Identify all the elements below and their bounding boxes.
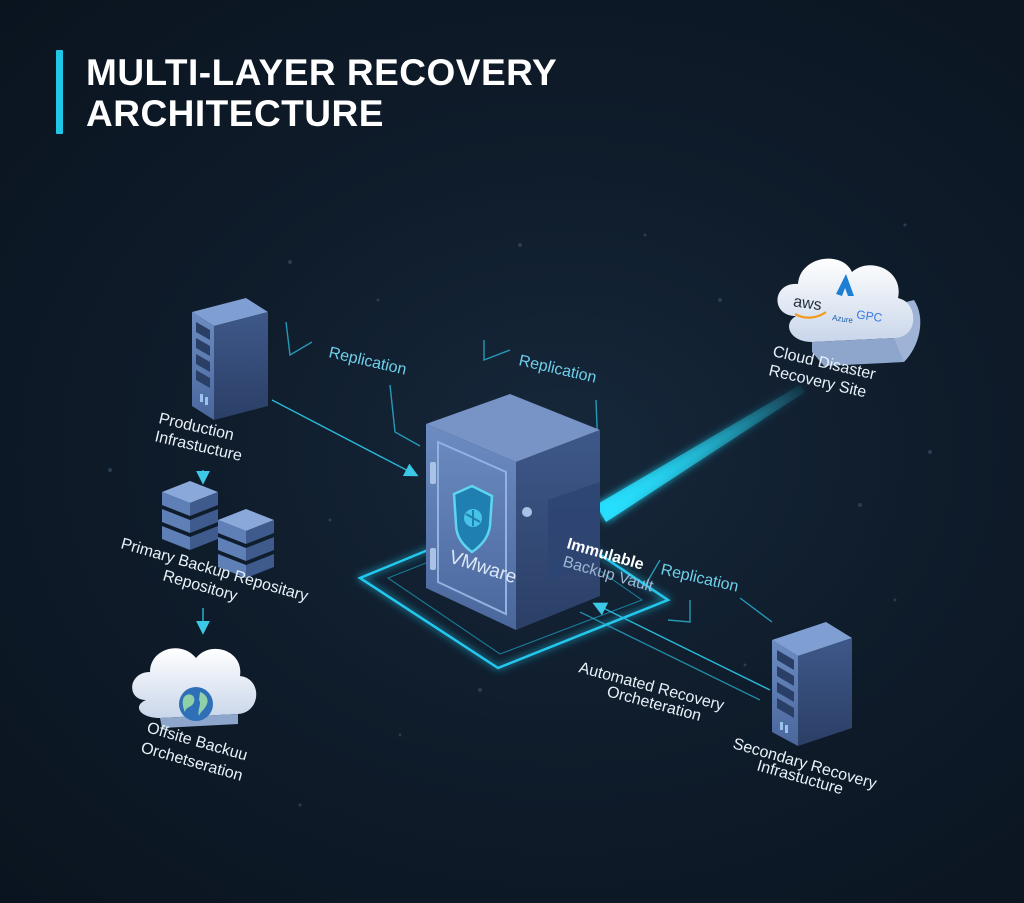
replication-label-2: Replication <box>517 352 598 386</box>
provider-aws: aws <box>792 293 823 314</box>
gcp-logo-icon: GPC <box>855 307 883 325</box>
cloud-disaster-recovery-icon <box>777 258 921 366</box>
immutable-vault-icon <box>426 394 600 630</box>
secondary-server-icon <box>772 622 852 746</box>
aws-logo-icon: aws <box>792 293 827 319</box>
globe-icon <box>179 687 213 721</box>
offsite-cloud-icon <box>132 648 257 728</box>
production-server-icon <box>192 298 268 420</box>
shield-icon <box>452 484 494 554</box>
cloud-beam <box>596 385 805 522</box>
background-particles <box>108 223 932 807</box>
page-title: MULTI-LAYER RECOVERY ARCHITECTURE <box>86 52 557 134</box>
replication-label-3: Replication <box>659 561 740 595</box>
azure-logo-icon: Azure <box>832 274 854 325</box>
title-accent-bar <box>56 50 63 134</box>
provider-gpc: GPC <box>855 307 883 325</box>
provider-azure: Azure <box>832 313 854 325</box>
primary-backup-storage-icon <box>162 481 274 578</box>
replication-label-1: Replication <box>327 344 408 378</box>
title-line-2: ARCHITECTURE <box>86 93 384 134</box>
title-line-1: MULTI-LAYER RECOVERY <box>86 52 558 93</box>
